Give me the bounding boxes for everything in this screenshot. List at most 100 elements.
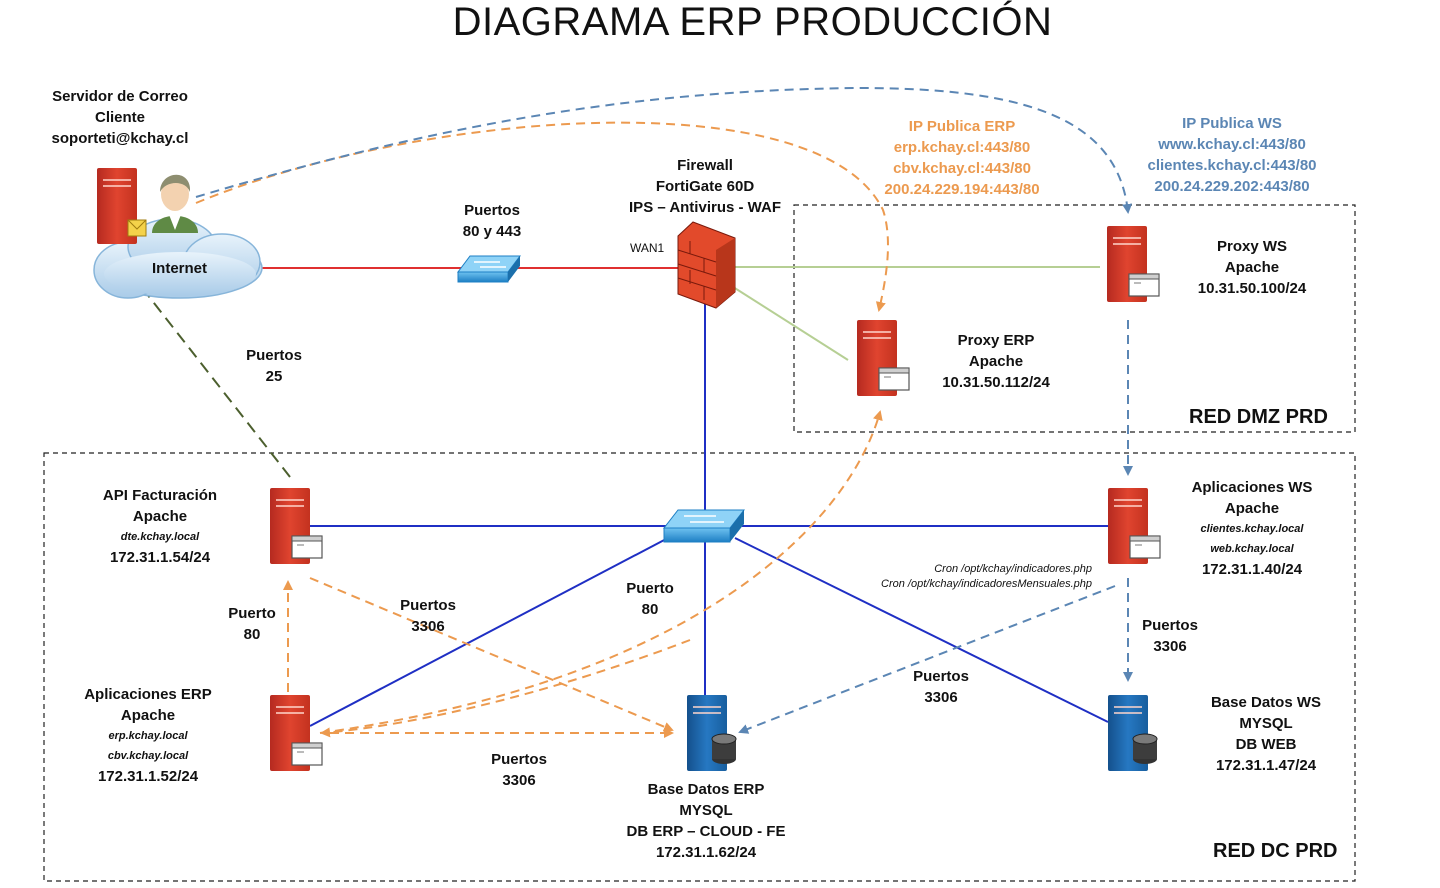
flow-apperp-to-proxy-erp (319, 410, 883, 734)
firewall-line1: Firewall (677, 157, 733, 174)
puertos-3306-a-line2: 3306 (411, 618, 445, 635)
bd-erp-line4: 172.31.1.62/24 (655, 844, 757, 861)
switch-top-line2: 80 y 443 (462, 223, 522, 240)
bd-ws-line4: 172.31.1.47/24 (1215, 757, 1317, 774)
flow-mail-to-proxy-erp (195, 121, 889, 312)
ip-publica-ws-line4: 200.24.229.202:443/80 (1154, 178, 1310, 195)
proxy-ws-label: Proxy WS Apache 10.31.50.100/24 (1182, 236, 1322, 299)
internet-label: Internet (152, 260, 208, 277)
bd-erp-label: Base Datos ERP MYSQL DB ERP – CLOUD - FE… (606, 779, 806, 863)
puertos-3306-c-label: Puertos 3306 (901, 666, 981, 708)
aplicaciones-ws-line1: Aplicaciones WS (1191, 479, 1313, 496)
ip-publica-ws-line1: IP Publica WS (1182, 115, 1282, 132)
dmz-link-proxy-erp (729, 284, 849, 361)
proxy-ws-server-icon (1107, 226, 1160, 302)
puerto-80-mid-line2: 80 (641, 601, 659, 618)
puertos-25-line2: 25 (265, 368, 283, 385)
mail-server-line1: Servidor de Correo (52, 88, 188, 105)
puertos-3306-a-line1: Puertos (400, 597, 456, 614)
mail-server-line2: Cliente (94, 109, 145, 126)
bd-erp-line1: Base Datos ERP (647, 781, 765, 798)
flow-appws-to-bderp (738, 585, 1116, 734)
ip-publica-ws-line2: www.kchay.cl:443/80 (1158, 136, 1306, 153)
puerto-80-mid-line1: Puerto (626, 580, 674, 597)
switch-top-line1: Puertos (464, 202, 520, 219)
puertos-3306-ws-line1: Puertos (1142, 617, 1198, 634)
lan-switch-bdws (734, 537, 1109, 723)
puertos-25-label: Puertos 25 (234, 345, 314, 387)
api-facturacion-line1: API Facturación (102, 487, 218, 504)
api-facturacion-server-icon (270, 488, 323, 564)
bd-ws-server-icon (1108, 695, 1158, 771)
proxy-erp-server-icon (857, 320, 910, 396)
aplicaciones-ws-line3: clientes.kchay.local (1200, 523, 1304, 535)
flow-proxy-erp-to-apperp (320, 639, 691, 738)
api-facturacion-line3: dte.kchay.local (120, 531, 200, 543)
mail-server-label: Servidor de Correo Cliente soporteti@kch… (30, 86, 210, 149)
aplicaciones-ws-server-icon (1108, 488, 1161, 564)
puertos-25-line1: Puertos (246, 347, 302, 364)
puertos-3306-d-line2: 3306 (502, 772, 536, 789)
puertos-3306-d-label: Puertos 3306 (479, 749, 559, 791)
ip-publica-erp-line3: cbv.kchay.cl:443/80 (893, 160, 1031, 177)
aplicaciones-ws-line5: 172.31.1.40/24 (1201, 561, 1303, 578)
firewall-line2: FortiGate 60D (655, 178, 755, 195)
puertos-3306-d-line1: Puertos (491, 751, 547, 768)
firewall-label: Firewall FortiGate 60D IPS – Antivirus -… (605, 155, 805, 218)
ip-publica-ws-label: IP Publica WS www.kchay.cl:443/80 client… (1130, 113, 1334, 197)
bd-erp-line2: MYSQL (679, 802, 733, 819)
puerto-80-mid-label: Puerto 80 (610, 578, 690, 620)
bd-erp-line3: DB ERP – CLOUD - FE (626, 823, 786, 840)
aplicaciones-erp-line4: cbv.kchay.local (107, 750, 189, 762)
wan1-label: WAN1 (630, 241, 665, 255)
switch-top-label: Puertos 80 y 443 (442, 200, 542, 242)
mail-server-icon (97, 168, 147, 244)
ip-publica-ws-line3: clientes.kchay.cl:443/80 (1147, 157, 1317, 174)
zone-dc-label: RED DC PRD (1213, 840, 1338, 862)
flow-mail-to-proxy-ws (195, 86, 1133, 214)
aplicaciones-erp-server-icon (270, 695, 323, 771)
bd-erp-server-icon (687, 695, 737, 771)
ip-publica-erp-line2: erp.kchay.cl:443/80 (893, 139, 1031, 156)
proxy-erp-label: Proxy ERP Apache 10.31.50.112/24 (926, 330, 1066, 393)
bd-ws-line1: Base Datos WS (1210, 694, 1322, 711)
api-facturacion-line4: 172.31.1.54/24 (109, 549, 211, 566)
ip-publica-erp-label: IP Publica ERP erp.kchay.cl:443/80 cbv.k… (862, 116, 1062, 200)
mail-server-line3: soporteti@kchay.cl (51, 130, 189, 147)
ip-publica-erp-line4: 200.24.229.194:443/80 (884, 181, 1040, 198)
ip-publica-erp-line1: IP Publica ERP (908, 118, 1016, 135)
cron-line1: Cron /opt/kchay/indicadores.php (934, 563, 1092, 575)
bd-ws-line2: MYSQL (1239, 715, 1293, 732)
bd-ws-line3: DB WEB (1235, 736, 1297, 753)
aplicaciones-ws-line4: web.kchay.local (1210, 543, 1294, 555)
puertos-3306-c-line2: 3306 (924, 689, 958, 706)
puertos-3306-ws-line2: 3306 (1153, 638, 1187, 655)
cron-label: Cron /opt/kchay/indicadores.php Cron /op… (840, 562, 1092, 592)
puerto-80-left-line1: Puerto (228, 605, 276, 622)
aplicaciones-ws-label: Aplicaciones WS Apache clientes.kchay.lo… (1172, 477, 1332, 580)
page-title: DIAGRAMA ERP PRODUCCIÓN (452, 0, 1053, 44)
aplicaciones-ws-line2: Apache (1224, 500, 1280, 517)
api-facturacion-label: API Facturación Apache dte.kchay.local 1… (80, 485, 240, 568)
api-facturacion-line2: Apache (132, 508, 188, 525)
puertos-3306-a-label: Puertos 3306 (388, 595, 468, 637)
aplicaciones-erp-line5: 172.31.1.52/24 (97, 768, 199, 785)
aplicaciones-erp-line3: erp.kchay.local (108, 730, 188, 742)
puertos-3306-ws-label: Puertos 3306 (1130, 615, 1210, 657)
switch-center-icon (662, 509, 746, 543)
proxy-erp-line1: Proxy ERP (957, 332, 1035, 349)
firewall-icon (677, 221, 736, 309)
zone-dmz-border (793, 204, 1356, 433)
proxy-erp-line2: Apache (968, 353, 1024, 370)
zone-dmz-label: RED DMZ PRD (1189, 406, 1328, 428)
proxy-ws-line3: 10.31.50.100/24 (1197, 280, 1307, 297)
proxy-erp-line3: 10.31.50.112/24 (942, 374, 1050, 391)
puerto-80-left-label: Puerto 80 (212, 603, 292, 645)
flow-api-to-bderp (309, 577, 674, 732)
cron-line2: Cron /opt/kchay/indicadoresMensuales.php (881, 578, 1092, 590)
user-avatar-icon (152, 174, 198, 233)
proxy-ws-line1: Proxy WS (1216, 238, 1288, 255)
aplicaciones-erp-line1: Aplicaciones ERP (84, 686, 212, 703)
aplicaciones-erp-line2: Apache (120, 707, 176, 724)
